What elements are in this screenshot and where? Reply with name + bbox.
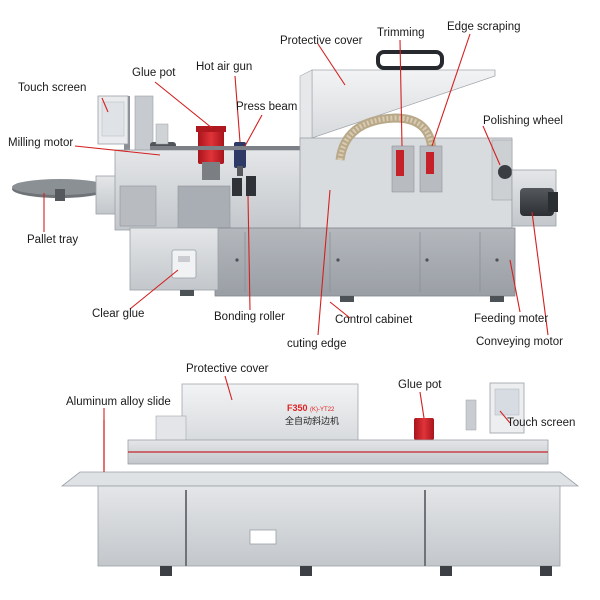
bonding-roller [232,176,256,196]
label-press-beam: Press beam [236,101,298,113]
label-protective-cover-bottom: Protective cover [186,363,269,375]
label-trimming: Trimming [377,27,425,39]
clear-glue-box [171,249,197,279]
bottom-machine [60,382,580,576]
polishing-wheel [491,139,513,201]
top-leader-lines [43,33,549,336]
bottom-leader-lines [103,375,511,470]
label-touch-screen-bottom: Touch screen [507,417,576,429]
trimming-unit [391,145,415,193]
touch-screen-unit [97,95,129,145]
label-control-cabinet: Control cabinet [335,314,413,326]
protective-cover-bottom [155,383,359,443]
pallet-tray [12,179,108,201]
label-protective-cover: Protective cover [280,35,363,47]
touch-screen-unit-bottom [465,382,525,434]
conveying-motor [520,188,558,216]
label-cutting-edge: cuting edge [287,338,347,350]
label-bonding-roller: Bonding roller [214,311,285,323]
machine-name-cn: 全自动斜边机 [285,417,340,427]
label-pallet-tray: Pallet tray [27,234,79,246]
label-aluminum-alloy-slide: Aluminum alloy slide [66,396,171,408]
label-glue-pot: Glue pot [132,67,176,79]
label-clear-glue: Clear glue [92,308,145,320]
top-machine [12,50,558,302]
protective-cover [299,50,496,141]
glue-pot-bottom [414,418,434,440]
label-glue-pot-bottom: Glue pot [398,379,442,391]
label-conveying-motor: Conveying motor [476,336,563,348]
label-polishing-wheel: Polishing wheel [483,115,563,127]
label-edge-scraping: Edge scraping [447,21,521,33]
model-suffix: (K)-YT22 [310,407,335,413]
model-text: F350 [287,403,308,413]
label-touch-screen: Touch screen [18,82,87,94]
label-hot-air-gun: Hot air gun [196,61,253,73]
label-milling-motor: Milling motor [8,137,74,149]
control-cabinet [214,227,516,297]
edge-scraping-unit [419,145,443,193]
model-number: F350 (K)-YT22 [287,403,335,414]
label-feeding-moter: Feeding moter [474,313,549,325]
